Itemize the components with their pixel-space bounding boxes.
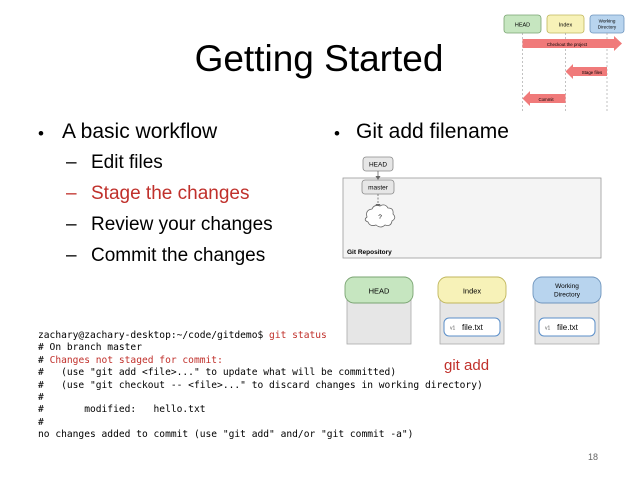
sub-dash-3: – [66, 214, 77, 235]
index-file-name: file.txt [462, 323, 484, 332]
repo-master-label: master [368, 185, 389, 192]
sub-item-edit-files: Edit files [91, 152, 163, 173]
top-index-label: Index [559, 23, 573, 29]
stage-arrow [565, 64, 607, 79]
terminal-line-2: # Changes not staged for commit: [38, 355, 483, 367]
sub-dash-1: – [66, 152, 77, 173]
trees-head-box [344, 276, 414, 304]
trees-working-dir-box [532, 276, 602, 304]
page-number: 18 [588, 452, 599, 462]
trees-index-label: Index [463, 287, 482, 296]
repo-head-label: HEAD [369, 162, 387, 169]
top-workflow-diagram: HEAD Index Working Directory Checkout th… [503, 14, 625, 113]
wd-file-box [538, 317, 596, 337]
terminal-line-2-red: Changes not staged for commit: [49, 354, 223, 366]
terminal-line-6: # modified: hello.txt [38, 404, 206, 416]
repository-diagram: Git Repository HEAD master ? [342, 156, 602, 259]
sub-item-stage-changes: Stage the changes [91, 183, 250, 204]
terminal-line-5: # [38, 392, 44, 404]
sub-item-commit-changes: Commit the changes [91, 245, 266, 266]
checkout-arrow-label: Checkout the project [547, 42, 588, 47]
top-head-label: HEAD [515, 23, 530, 29]
terminal-line-2-hash: # [38, 354, 50, 366]
commit-arrow [522, 91, 566, 106]
checkout-arrow [522, 36, 622, 51]
terminal-line-7: # [38, 416, 44, 428]
terminal-command: git status [269, 330, 327, 341]
terminal-prompt: zachary@zachary-desktop:~/code/gitdemo$ [38, 330, 270, 341]
three-trees-diagram: HEAD Index v1 file.txt Working Directory… [344, 276, 602, 374]
terminal-line-prompt: zachary@zachary-desktop:~/code/gitdemo$ … [38, 330, 483, 342]
trees-head-body [346, 297, 412, 345]
terminal-line-3: # (use "git add <file>..." to update wha… [38, 367, 397, 379]
index-file-version: v1 [450, 326, 456, 332]
commit-arrow-label: Commit [538, 97, 554, 102]
top-working-dir-line2: Directory [598, 25, 617, 30]
sub-dash-2: – [66, 183, 77, 204]
top-working-dir-line1: Working [599, 19, 616, 24]
trees-index-box [437, 276, 507, 304]
trees-working-dir-line1: Working [555, 283, 579, 290]
index-file-box [443, 317, 501, 337]
trees-head-label: HEAD [369, 287, 390, 296]
sub-item-review-changes: Review your changes [91, 214, 273, 235]
terminal-line-4: # (use "git checkout -- <file>..." to di… [38, 379, 483, 391]
git-add-label: git add [444, 357, 489, 374]
repository-label: Git Repository [347, 249, 392, 256]
stage-arrow-label: Stage files [582, 70, 603, 75]
bullet-left-text: A basic workflow [62, 120, 218, 143]
bullet-dot-left: • [38, 124, 44, 143]
wd-file-name: file.txt [557, 323, 579, 332]
terminal-line-1: # On branch master [38, 342, 142, 354]
bullet-right-text: Git add filename [356, 120, 509, 143]
terminal-line-8: no changes added to commit (use "git add… [38, 429, 414, 441]
slide-title: Getting Started [194, 38, 444, 79]
terminal-output: zachary@zachary-desktop:~/code/gitdemo$ … [38, 330, 483, 442]
trees-working-dir-line2: Directory [554, 292, 581, 299]
repo-unknown-label: ? [378, 214, 382, 221]
wd-file-version: v1 [545, 326, 551, 332]
sub-dash-4: – [66, 245, 77, 266]
cloud-shape [364, 204, 396, 228]
bullet-dot-right: • [334, 124, 340, 143]
